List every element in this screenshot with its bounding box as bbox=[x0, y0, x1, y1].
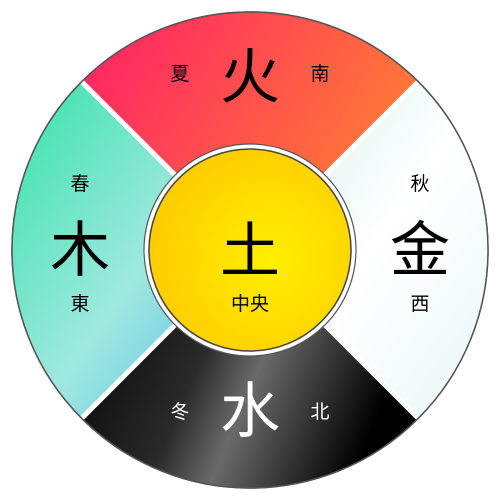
earth-main: 土 bbox=[220, 217, 280, 287]
water-main: 水 bbox=[220, 377, 280, 447]
water-direction: 北 bbox=[310, 401, 329, 423]
metal-direction: 西 bbox=[410, 293, 429, 315]
wood-main: 木 bbox=[50, 216, 110, 286]
wood-direction: 東 bbox=[70, 293, 89, 315]
metal-main: 金 bbox=[390, 216, 450, 286]
fire-direction: 南 bbox=[310, 63, 329, 85]
earth-center bbox=[148, 148, 352, 352]
wood-season: 春 bbox=[70, 173, 89, 195]
fire-sector bbox=[81, 11, 419, 250]
metal-sector bbox=[250, 81, 489, 419]
water-sector bbox=[81, 250, 419, 489]
fire-main: 火 bbox=[220, 43, 280, 113]
wood-sector bbox=[11, 81, 250, 419]
fire-season: 夏 bbox=[170, 63, 189, 85]
metal-season: 秋 bbox=[410, 173, 429, 195]
water-season: 冬 bbox=[170, 401, 189, 423]
earth-direction: 中央 bbox=[231, 293, 269, 315]
